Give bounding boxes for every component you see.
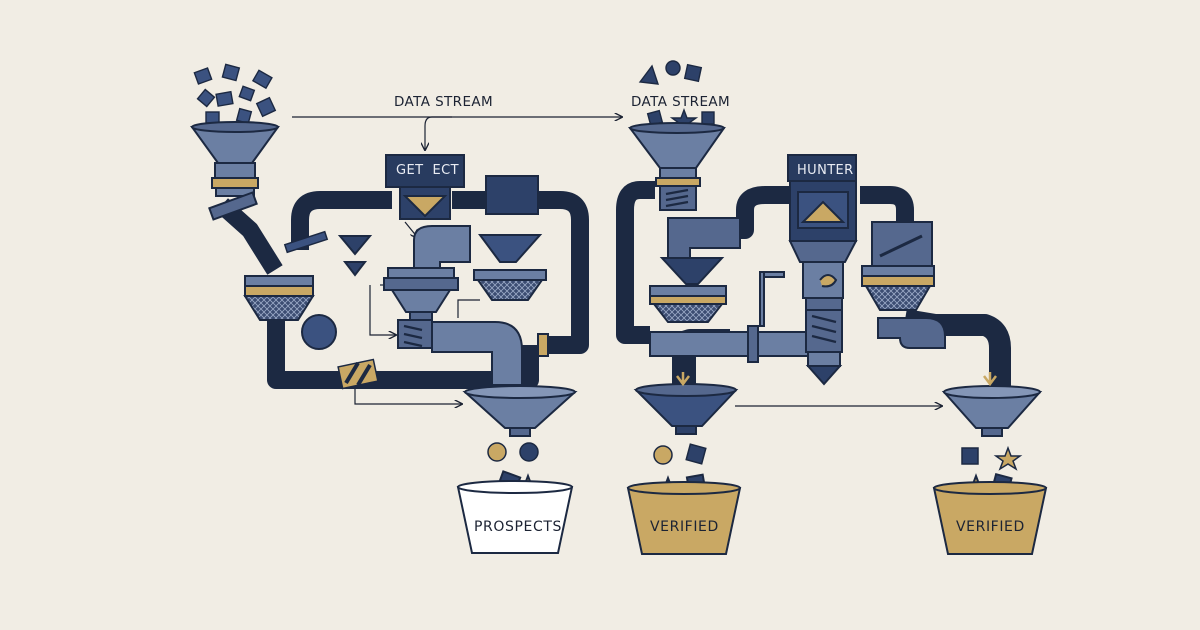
right-upper-elbow — [649, 217, 741, 323]
hunter-machine — [787, 154, 858, 386]
small-bar — [283, 230, 329, 254]
output-funnel-middle — [633, 372, 739, 435]
hopper-box — [485, 175, 539, 215]
navy-cube-middle — [685, 443, 707, 465]
flow-arrows — [292, 117, 942, 406]
input-funnel-left — [190, 121, 280, 221]
input-funnel-right — [628, 122, 726, 211]
pipe-left-right-loop — [452, 191, 589, 354]
bucket-verified-2-label: VERIFIED — [956, 519, 1025, 535]
get-ect-machine — [337, 154, 465, 277]
pipe-right-outer-loop — [616, 181, 655, 344]
bucket-prospects — [456, 470, 574, 554]
gold-ball — [487, 442, 507, 462]
elbow-pipe-left — [431, 321, 549, 386]
large-navy-ball — [301, 314, 337, 350]
bottom-feed-arrow — [354, 383, 462, 404]
output-funnel-left — [462, 385, 578, 437]
navy-ball — [519, 442, 539, 462]
get-ect-feed-arrow — [425, 116, 452, 150]
input-shapes-left — [193, 63, 277, 125]
data-stream-label-left: DATA STREAM — [394, 94, 494, 110]
hunter-machine-label: HUNTER — [797, 163, 854, 178]
center-column — [383, 225, 471, 349]
bucket-verified-2 — [932, 472, 1048, 555]
pipe-right-top — [735, 186, 790, 239]
gold-star-right — [993, 445, 1023, 471]
bucket-verified-1-label: VERIFIED — [650, 519, 719, 535]
third-stage-column — [861, 221, 946, 349]
pipe-left-top-loop — [291, 191, 392, 250]
side-feed-arrow-1 — [369, 285, 396, 335]
output-funnel-right — [941, 372, 1043, 437]
sieve-left — [243, 275, 315, 321]
sieve-left-right — [473, 234, 547, 301]
pipe-right-to-third — [860, 186, 914, 225]
pipe-third-loop — [903, 309, 1011, 395]
gold-ball-middle — [653, 445, 673, 465]
bucket-prospects-label: PROSPECTS — [474, 519, 562, 535]
mid-feed-arrow — [457, 299, 480, 318]
striped-coupling — [337, 358, 379, 390]
pipe-left-diagonal — [216, 198, 283, 275]
pipe-left-outer-loop — [267, 300, 539, 389]
data-stream-label-right: DATA STREAM — [631, 94, 731, 110]
get-ect-machine-label: GET ECT — [396, 163, 459, 178]
navy-cube-right — [961, 447, 979, 465]
bucket-verified-1 — [626, 473, 742, 555]
